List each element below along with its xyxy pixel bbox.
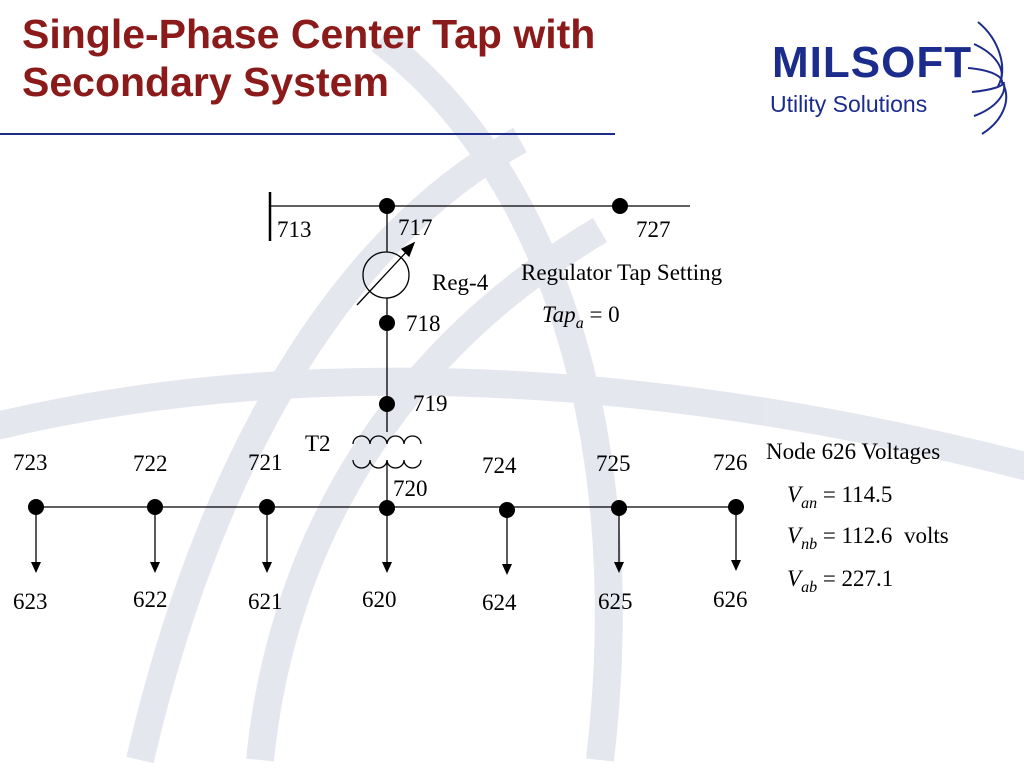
node-label-720: 720 [393,476,428,501]
vnb-value: = 112.6 [822,523,893,548]
title-line-1: Single-Phase Center Tap with [22,11,596,57]
transformer-t2-icon [352,435,422,469]
regulator-tap-heading: Regulator Tap Setting [521,260,723,285]
node-label-624: 624 [482,590,517,615]
node-label-625: 625 [598,589,633,614]
load-arrow-626 [731,507,741,571]
node-label-717: 717 [398,215,433,240]
vnb-subscript: nb [801,536,818,553]
node-label-620: 620 [362,587,397,612]
milsoft-logo: MILSOFT Utility Solutions [768,20,1024,138]
node-label-721: 721 [248,450,283,475]
node-dot-718 [379,315,395,331]
van-subscript: an [801,495,818,512]
page-title: Single-Phase Center Tap with Secondary S… [22,10,595,106]
logo-wordmark: MILSOFT [772,38,973,87]
node-label-724: 724 [482,453,517,478]
vnb-symbol: V [787,523,802,548]
tap-symbol: Tap [542,302,576,327]
regulator-reg-4-icon [356,241,416,306]
van-symbol: V [787,482,802,507]
logo-swoosh-icon [967,21,1008,135]
tap-subscript: a [575,315,584,332]
regulator-tap-equation: Tapa = 0 [542,302,620,337]
regulator-label: Reg-4 [432,270,489,295]
voltage-vab: Vab = 227.1 [787,566,893,601]
van-value: = 114.5 [822,482,893,507]
logo-subtitle: Utility Solutions [770,91,928,117]
voltage-vnb: Vnb = 112.6 volts [787,523,949,558]
node-label-725: 725 [596,451,631,476]
node-label-722: 722 [133,451,168,476]
node-label-623: 623 [13,589,48,614]
tap-value: = 0 [589,302,620,327]
node-label-718: 718 [406,311,441,336]
title-line-2: Secondary System [22,59,389,105]
voltage-van: Van = 114.5 [787,482,892,517]
node-dot-719 [379,396,395,412]
vab-symbol: V [787,566,802,591]
load-arrow-621 [262,507,272,573]
load-arrow-623 [31,507,41,573]
node-dot-727 [612,198,628,214]
node-label-719: 719 [413,391,448,416]
load-arrow-620 [382,508,392,573]
node-dot-717 [379,198,395,214]
title-divider [0,133,615,135]
load-arrow-624 [502,510,512,575]
voltages-heading: Node 626 Voltages [766,439,941,464]
node-label-622: 622 [133,587,168,612]
node-label-626: 626 [713,587,748,612]
load-arrow-625 [614,508,624,573]
voltage-unit: volts [903,523,949,548]
node-label-723: 723 [13,450,48,475]
node-label-726: 726 [713,450,748,475]
load-arrow-622 [150,507,160,573]
node-label-713: 713 [277,217,312,242]
node-label-621: 621 [248,589,283,614]
vab-value: = 227.1 [822,566,894,591]
vab-subscript: ab [801,579,818,596]
transformer-label: T2 [305,431,331,456]
node-label-727: 727 [636,217,671,242]
